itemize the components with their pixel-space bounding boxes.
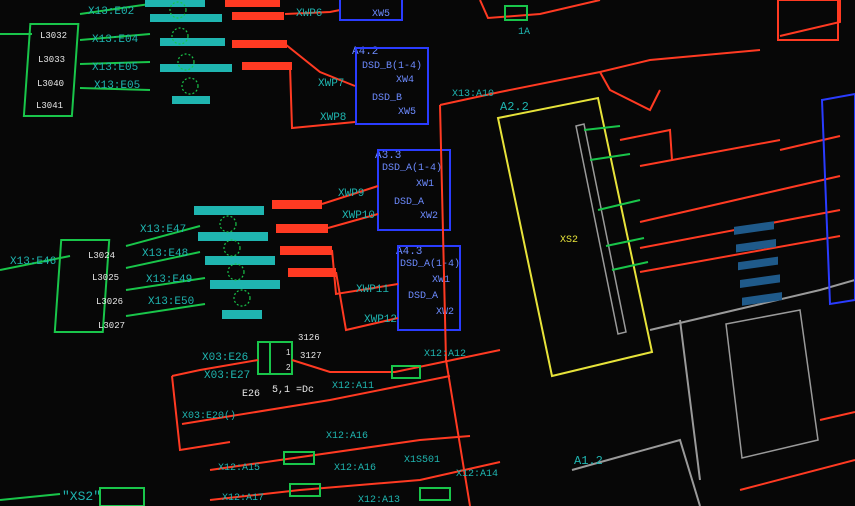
terminal-label: X03:E20() [182, 410, 236, 422]
relay-group-middle: X13:E46 L3024 L3025 L3026 L3027 X13:E47 … [0, 224, 206, 333]
terminal-label: X12:A16 [326, 431, 368, 442]
terminal-label: X12:A12 [424, 349, 466, 360]
terminal-label: X12:A13 [358, 495, 400, 506]
component-label: 5,1 =Dc [272, 385, 314, 396]
relay-label: L3033 [38, 55, 65, 65]
component-label: E26 [242, 389, 260, 400]
wire-label: XWP10 [342, 210, 375, 222]
module-a2-2: A2.2 XS2 [496, 96, 654, 378]
wire-label: XWP9 [338, 188, 364, 200]
terminal-label: X13:E04 [92, 34, 139, 46]
terminal-label: X13:E47 [140, 224, 186, 236]
wire-label: XWP12 [364, 314, 397, 326]
module-label: XW5 [398, 107, 416, 118]
terminal-label: X13:E05 [94, 80, 140, 92]
module-title: A3.3 [375, 150, 401, 162]
module-label: XW1 [432, 275, 450, 286]
pin-label: 2 [286, 363, 291, 372]
bar-group-top: XWP6 XWP7 XWP8 [145, 0, 356, 130]
terminal-label: X13:E50 [148, 296, 194, 308]
wire-label: XWP8 [320, 112, 346, 124]
wire-number: 3126 [298, 333, 320, 343]
module-a4-3: A4.3 DSD_A(1-4) XW1 DSD_A XW2 [396, 245, 461, 331]
terminal-label: X13:E46 [10, 256, 56, 268]
grey-terminal-block: A1.2 [571, 92, 855, 506]
module-a4-2: A4.2 DSD_B(1-4) XW4 DSD_B XW5 [352, 46, 429, 125]
relay-label: L3024 [88, 251, 115, 261]
relay-label: L3040 [37, 79, 64, 89]
relay-label: L3032 [40, 31, 67, 41]
module-label: DSD_A(1-4) [382, 162, 442, 174]
module-label: DSD_B(1-4) [362, 60, 422, 72]
terminal-label: X12:A16 [334, 463, 376, 474]
connector-label: "XS2" [62, 489, 101, 504]
module-label: DSD_A [408, 291, 438, 302]
terminal-label: X12:A17 [222, 493, 264, 504]
module-label: DSD_A(1-4) [400, 258, 460, 270]
relay-label: L3027 [98, 321, 125, 331]
terminal-label: X13:E05 [92, 62, 138, 74]
wire-number: 3127 [300, 351, 322, 361]
bar-group-middle: XWP9 XWP10 XWP11 XWP12 [194, 185, 399, 332]
module-title: A4.3 [396, 246, 422, 258]
module-box-partial [339, 0, 403, 21]
terminal-label: X03:E27 [204, 370, 250, 382]
terminal-label: X1S501 [404, 455, 440, 466]
fuse-symbol [504, 5, 528, 21]
module-label: XW4 [396, 75, 414, 86]
module-a3-3: A3.3 DSD_A(1-4) XW1 DSD_A XW2 [375, 149, 451, 231]
terminal-label: X12:A15 [218, 463, 260, 474]
terminal-label: X03:E26 [202, 352, 248, 364]
module-title: A2.2 [500, 100, 529, 114]
bus-label: X13:A10 [452, 89, 494, 100]
module-label: DSD_A [394, 197, 424, 208]
module-label: XW2 [420, 211, 438, 222]
relay-label: L3041 [36, 101, 63, 111]
lower-section: 1 2 X03:E26 X03:E27 3126 3127 X12:A12 X1… [0, 333, 501, 506]
terminal-label: X13:E49 [146, 274, 192, 286]
module-label: DSD_B [372, 93, 402, 104]
module-label: XW1 [416, 179, 434, 190]
terminal-label: X13:E02 [88, 6, 134, 18]
terminal-label: X13:E48 [142, 248, 188, 260]
wire-label: XWP6 [296, 8, 322, 20]
module-label: XS2 [560, 235, 578, 246]
fuse-label: 1A [518, 27, 530, 38]
wire-label: XWP7 [318, 78, 344, 90]
module-label: XW5 [372, 9, 390, 20]
relay-group-top: L3032 L3033 L3040 L3041 X13:E02 X13:E04 … [0, 3, 151, 117]
terminal-label: X12:A14 [456, 469, 498, 480]
module-title: A1.2 [574, 454, 603, 468]
relay-label: L3026 [96, 297, 123, 307]
pin-label: 1 [286, 348, 291, 357]
red-bus: X13:A10 [439, 0, 841, 506]
relay-label: L3025 [92, 273, 119, 283]
wire-label: XWP11 [356, 284, 389, 296]
terminal-label: X12:A11 [332, 381, 374, 392]
